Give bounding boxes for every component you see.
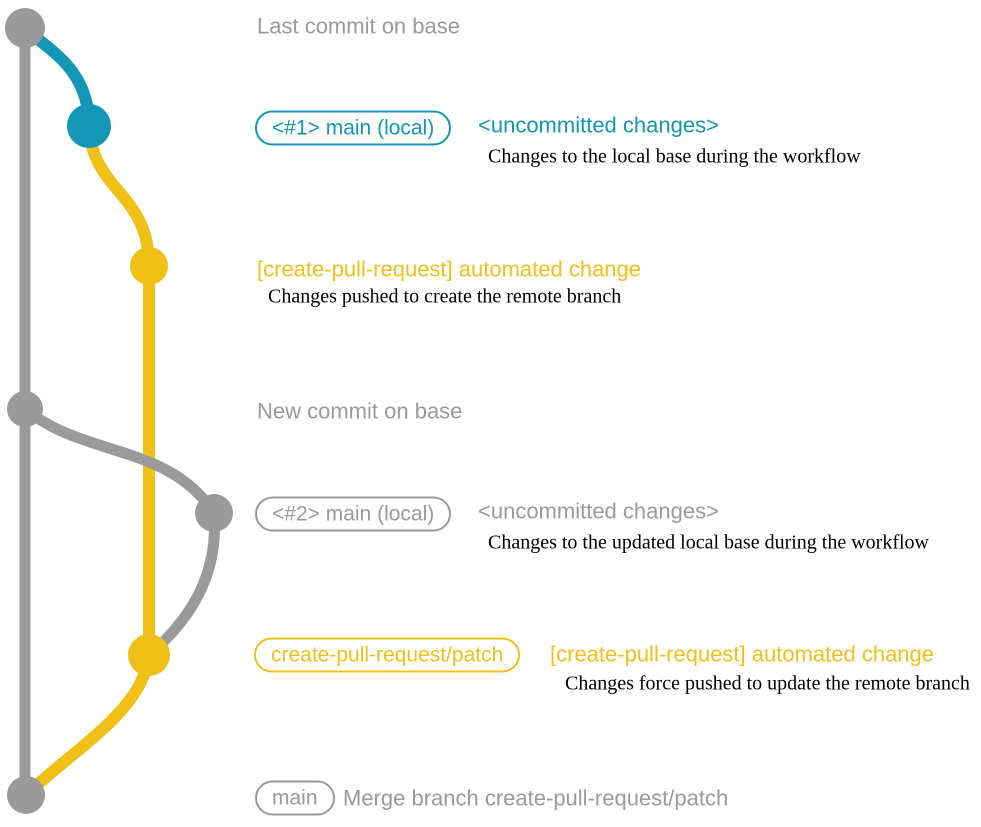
commit-dot-automated-change-2 — [128, 634, 170, 676]
commit-dot-new-commit-on-base — [7, 391, 43, 427]
note-uncommitted-1: Changes to the local base during the wor… — [488, 145, 861, 168]
note-automated-change-2: Changes force pushed to update the remot… — [565, 672, 970, 695]
commit-dot-uncommitted-2 — [195, 494, 233, 532]
local-main-branch-line-2 — [19, 403, 220, 519]
commit-dot-uncommitted-1 — [67, 104, 111, 148]
commit-message-uncommitted-1: <uncommitted changes> — [478, 112, 719, 138]
branch-tag-create-pull-request-patch: create-pull-request/patch — [254, 637, 521, 673]
commit-message-automated-change-2: [create-pull-request] automated change — [550, 641, 935, 667]
label-new-commit-on-base: New commit on base — [257, 398, 463, 424]
branch-tag-main: main — [255, 780, 335, 816]
label-last-commit-on-base: Last commit on base — [257, 13, 460, 39]
note-automated-change-1: Changes pushed to create the remote bran… — [268, 285, 622, 308]
patch-branch-line-top — [83, 120, 155, 272]
commit-dot-automated-change-1 — [130, 247, 168, 285]
note-uncommitted-2: Changes to the updated local base during… — [488, 531, 929, 554]
merge-into-base-line — [20, 649, 155, 801]
commit-message-uncommitted-2: <uncommitted changes> — [478, 498, 719, 524]
branch-tag-main-local-2: <#2> main (local) — [255, 496, 452, 532]
commit-dot-last-commit-on-base — [5, 8, 45, 48]
commit-message-automated-change-1: [create-pull-request] automated change — [257, 256, 642, 282]
rebase-into-patch-line — [143, 507, 221, 661]
commit-message-merge-branch: Merge branch create-pull-request/patch — [343, 785, 729, 811]
branch-tag-main-local-1: <#1> main (local) — [255, 110, 452, 146]
commit-dot-merge-commit — [7, 776, 45, 814]
